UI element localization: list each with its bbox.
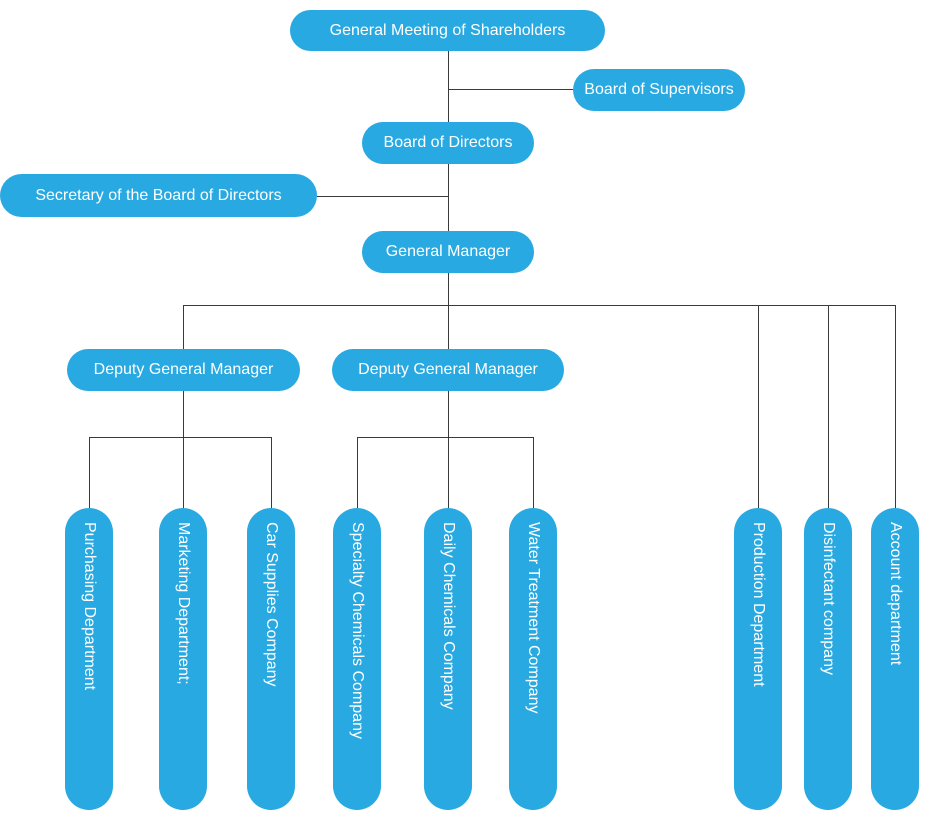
node-label: Board of Supervisors (584, 81, 734, 98)
node-label: Car Supplies Company (263, 522, 280, 687)
node-label: Purchasing Department (81, 522, 98, 691)
node-general-manager: General Manager (362, 231, 534, 273)
node-label: Deputy General Manager (358, 361, 538, 378)
node-account-department: Account department (871, 508, 919, 810)
connector-to-supervisors (448, 89, 573, 90)
node-label: Board of Directors (383, 134, 513, 151)
node-board-of-directors: Board of Directors (362, 122, 534, 164)
node-deputy-general-manager-1: Deputy General Manager (67, 349, 300, 391)
connector-drop-production (758, 305, 759, 508)
node-general-meeting-of-shareholders: General Meeting of Shareholders (290, 10, 605, 51)
node-board-of-supervisors: Board of Supervisors (573, 69, 745, 111)
node-label: Specialty Chemicals Company (349, 522, 366, 739)
node-marketing-department: Marketing Department; (159, 508, 207, 810)
node-label: General Manager (385, 243, 511, 260)
node-car-supplies-company: Car Supplies Company (247, 508, 295, 810)
node-purchasing-department: Purchasing Department (65, 508, 113, 810)
connector-gm-trunk (448, 273, 449, 305)
node-label: Water Treatment Company (525, 522, 542, 714)
connector-drop-account (895, 305, 896, 508)
connector-drop-marketing (183, 437, 184, 508)
connector-drop-disinfectant (828, 305, 829, 508)
connector-left-horizontal (89, 437, 271, 438)
node-production-department: Production Department (734, 508, 782, 810)
connector-directors-gm (448, 164, 449, 231)
connector-to-secretary (317, 196, 448, 197)
node-label: Marketing Department; (175, 522, 192, 685)
node-label: Account department (887, 522, 904, 666)
node-daily-chemicals-company: Daily Chemicals Company (424, 508, 472, 810)
node-label: Secretary of the Board of Directors (35, 186, 282, 204)
node-label: Daily Chemicals Company (440, 522, 457, 710)
node-label: Deputy General Manager (93, 361, 274, 378)
connector-drop-car-supplies (271, 437, 272, 508)
connector-right-horizontal (357, 437, 533, 438)
connector-deputy1-trunk (183, 391, 184, 437)
node-label: Disinfectant company (820, 522, 837, 675)
connector-drop-deputy1 (183, 305, 184, 349)
node-water-treatment-company: Water Treatment Company (509, 508, 557, 810)
connector-drop-specialty (357, 437, 358, 508)
node-disinfectant-company: Disinfectant company (804, 508, 852, 810)
connector-drop-purchasing (89, 437, 90, 508)
connector-shareholders-directors (448, 51, 449, 122)
connector-main-horizontal (183, 305, 895, 306)
connector-drop-water (533, 437, 534, 508)
connector-deputy2-trunk (448, 391, 449, 437)
node-label: General Meeting of Shareholders (329, 21, 566, 39)
node-deputy-general-manager-2: Deputy General Manager (332, 349, 564, 391)
node-secretary-of-the-board: Secretary of the Board of Directors (0, 174, 317, 217)
connector-drop-deputy2 (448, 305, 449, 349)
connector-drop-daily (448, 437, 449, 508)
node-label: Production Department (750, 522, 767, 687)
node-specialty-chemicals-company: Specialty Chemicals Company (333, 508, 381, 810)
